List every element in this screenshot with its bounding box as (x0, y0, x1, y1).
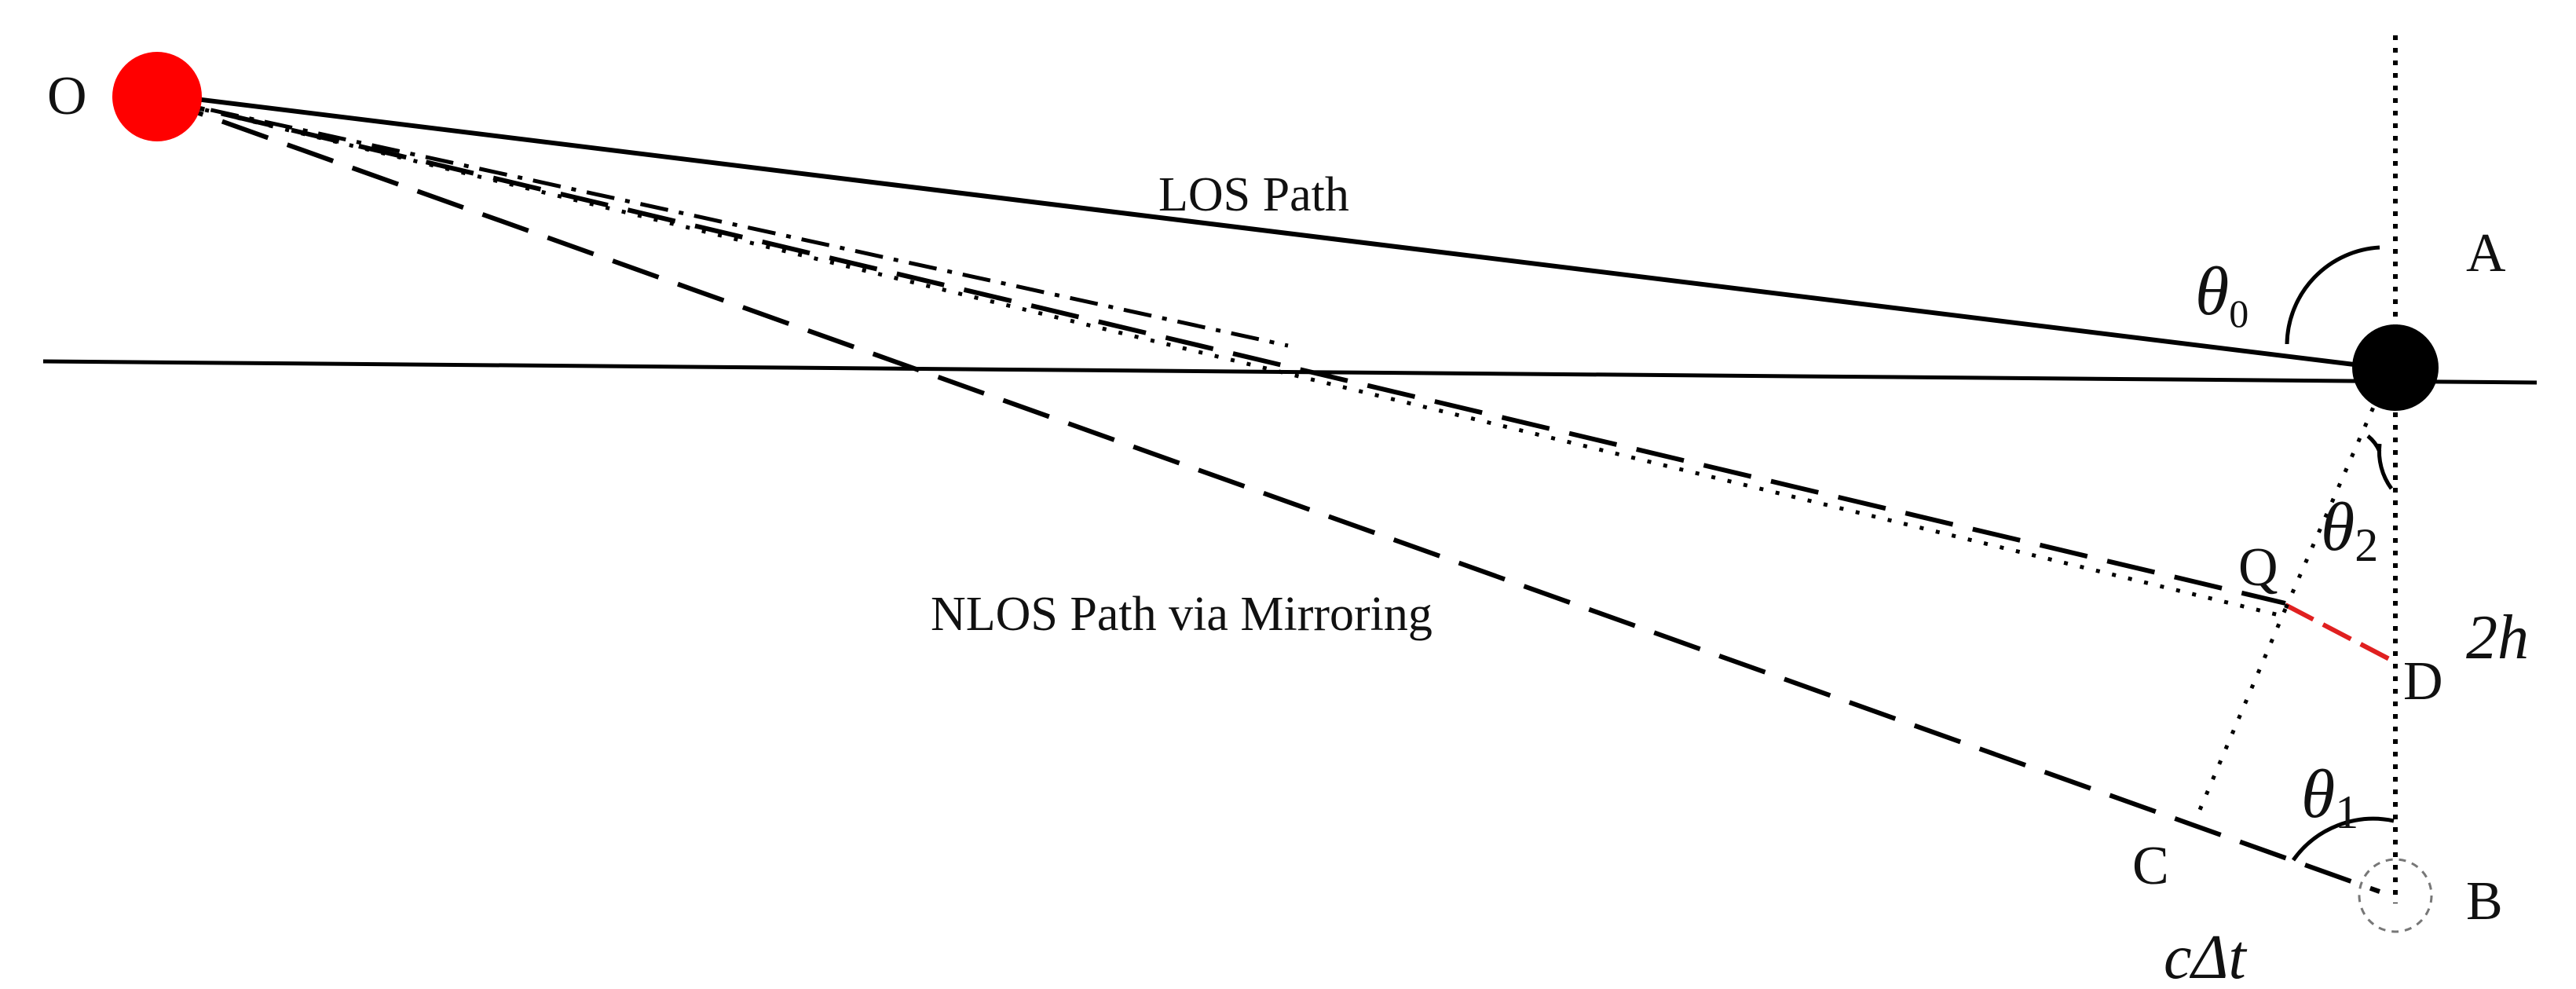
label-d: D (2403, 651, 2443, 712)
theta1-arc (2291, 816, 2395, 862)
source-point-o (112, 52, 202, 141)
los-path-line (156, 92, 2380, 370)
segment-qd-line (2284, 603, 2395, 664)
dotted-qc-line (2193, 608, 2288, 822)
two-h-label: 2h (2466, 603, 2529, 672)
dotted-aq-line (2283, 392, 2382, 610)
label-a: A (2466, 223, 2506, 284)
label-c: C (2132, 836, 2169, 896)
nlos-path-label: NLOS Path via Mirroring (931, 588, 1433, 641)
theta1-label: θ1 (2301, 756, 2358, 838)
c-delta-t-label: cΔt (2164, 923, 2247, 989)
label-q: Q (2238, 537, 2278, 598)
label-o: O (47, 66, 87, 126)
theta0-arc (2285, 245, 2380, 345)
dashdot-path-line (156, 96, 1289, 348)
nlos-upper-dashed-line (156, 96, 2286, 606)
theta0-label: θ0 (2195, 254, 2249, 335)
los-path-label: LOS Path (1158, 168, 1349, 222)
theta2-arc-tick (2366, 434, 2382, 453)
theta2-label: θ2 (2321, 489, 2378, 571)
label-b: B (2466, 871, 2503, 932)
receiver-point-a (2352, 324, 2439, 411)
nlos-lower-dashed-line (156, 96, 2381, 894)
mirror-point-b (2358, 858, 2433, 933)
ground-line (42, 359, 2538, 385)
